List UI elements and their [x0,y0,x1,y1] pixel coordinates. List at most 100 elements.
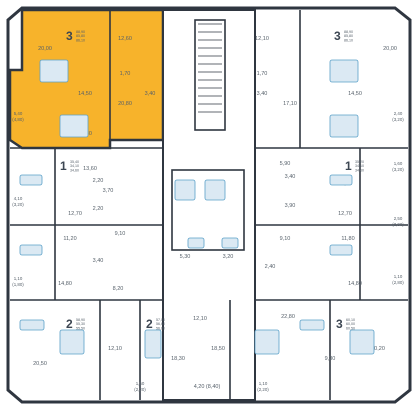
room-area-label: (3,20) [392,167,404,172]
room-area-label: 1,10 [394,274,403,279]
room-area-labels: 20,0012,6014,501,7020,803,405,40(4,80)14… [12,36,404,392]
room-area-label: 1,70 [120,71,131,77]
apartment-area: 60,00 [346,322,355,326]
building-core [162,9,256,401]
furniture-icon [329,244,353,256]
apartment-room-count: 3 [334,29,341,43]
room-area-label: (3,20) [392,117,404,122]
furniture-icon [329,59,359,83]
furniture-icon [39,59,69,83]
furniture-layer [19,23,375,359]
apartment-area: 55,50 [76,326,85,330]
room-area-label: 2,50 [394,216,403,221]
room-area-label: 17,10 [283,101,297,107]
furniture-icon [59,114,89,138]
furniture-icon [204,179,226,201]
room-area-label: 20,50 [33,361,47,367]
room-area-label: 20,00 [38,46,52,52]
furniture-icon [221,237,239,249]
room-area-label: 13,60 [83,166,97,172]
room-area-label: 2,40 [265,264,276,270]
apartment-area: 55,30 [76,322,85,326]
room-area-label: 12,60 [118,36,132,42]
furniture-icon [329,174,353,186]
room-area-label: 5,90 [280,161,291,167]
room-area-label: (4,80) [12,117,24,122]
apartment-area: 60,10 [346,318,355,322]
apartment-area: 88,90 [76,30,85,34]
furniture-icon [187,237,205,249]
room-area-label: 11,80 [341,236,354,242]
room-area-label: 4,20 (8,40) [194,384,221,390]
apartment-area: 34,10 [70,164,79,168]
apartment-room-count: 2 [66,317,73,331]
room-area-label: 9,10 [280,236,291,242]
room-area-label: 12,10 [108,346,122,352]
furniture-icon [19,244,43,256]
room-area-label: 20,00 [383,46,397,52]
room-area-label: 3,70 [103,188,114,194]
apartment-area: 86,10 [76,38,85,42]
room-area-label: 1,50 [136,381,145,386]
apartment-area: 85,80 [76,34,85,38]
room-area-label: 1,60 [394,161,403,166]
room-area-label: 5,40 [14,111,23,116]
room-area-label: (3,00) [392,222,404,227]
furniture-icon [329,114,359,138]
room-area-label: 11,20 [63,236,76,242]
apartment-area: 85,80 [344,34,353,38]
room-area-label: 12,70 [338,211,352,217]
room-area-label: (2,20) [257,387,269,392]
room-area-label: 14,50 [78,91,92,97]
furniture-icon [299,319,325,331]
apartment-area: 60,50 [346,326,355,330]
furniture-icon [349,329,375,355]
room-area-label: 9,10 [115,231,126,237]
furniture-icon [19,319,45,331]
room-area-label: 12,70 [68,211,82,217]
room-area-label: 1,10 [259,381,268,386]
room-area-label: 3,40 [93,258,104,264]
room-area-label: 2,20 [93,206,104,212]
apartment-area: 56,60 [156,326,165,330]
room-area-label: 14,50 [348,91,362,97]
room-area-label: 3,20 [223,254,234,260]
room-area-label: (3,20) [12,202,24,207]
room-area-label: 2,40 [394,111,403,116]
furniture-icon [254,329,280,355]
room-area-label: 5,30 [180,254,191,260]
apartment-area: 86,10 [344,38,353,42]
room-area-label: 20,80 [118,101,132,107]
apartment-area: 56,60 [156,322,165,326]
room-area-label: 2,20 [93,178,104,184]
room-area-label: 3,40 [257,91,268,97]
apartment-room-count: 2 [146,317,153,331]
furniture-icon [144,329,162,359]
room-area-label: 4,10 [14,196,23,201]
room-area-label: 14,80 [58,281,72,287]
room-area-label: 9,30 [325,356,336,362]
room-area-label: 18,50 [211,346,225,352]
apartment-area: 58,90 [76,318,85,322]
room-area-label: (2,80) [392,280,404,285]
apartment-area: 57,00 [156,318,165,322]
apartment-room-count: 1 [60,159,67,173]
furniture-icon [174,179,196,201]
apartment-area: 35,40 [70,160,79,164]
room-area-label: 8,20 [113,286,124,292]
room-area-label: 3,40 [285,174,296,180]
room-area-label: 18,30 [171,356,185,362]
room-area-label: (1,80) [12,282,24,287]
apartment-room-count: 3 [336,317,343,331]
furniture-icon [59,329,85,355]
apartment-walls [10,10,408,400]
room-area-label: 22,80 [281,314,295,320]
room-area-label: 3,90 [285,203,296,209]
room-area-label: 1,10 [14,276,23,281]
apartment-area: 34,60 [70,168,79,172]
room-area-label: 3,40 [145,91,156,97]
apartment-area: 34,60 [355,168,364,172]
room-area-label: 20,20 [371,346,385,352]
